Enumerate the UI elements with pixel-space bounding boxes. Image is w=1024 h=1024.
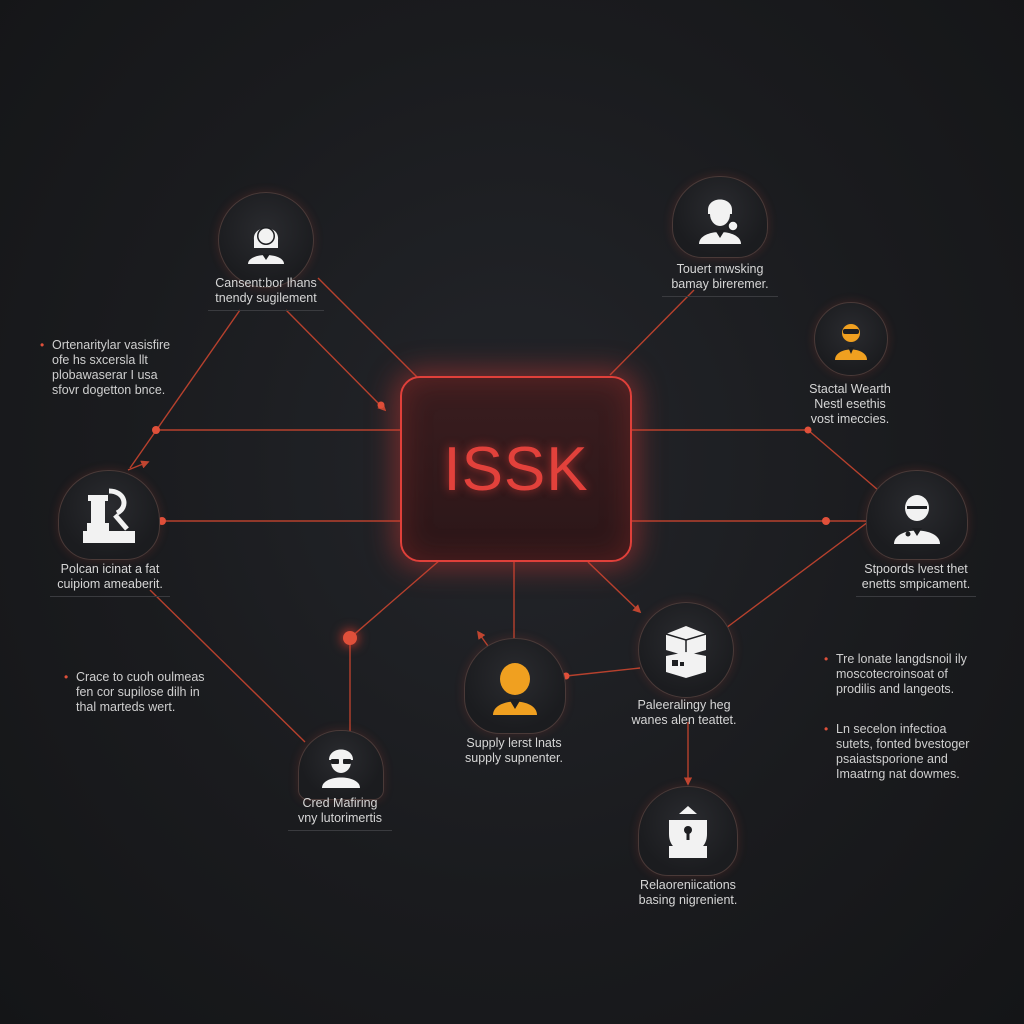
junction-dot-large bbox=[343, 631, 357, 645]
gold-person-icon bbox=[493, 663, 537, 715]
glasses-person-icon bbox=[322, 749, 360, 788]
machine-tool-icon bbox=[83, 488, 135, 543]
bullet-icon: • bbox=[824, 652, 829, 666]
node-bottom[interactable] bbox=[638, 786, 738, 876]
hub-label: ISSK bbox=[443, 434, 589, 504]
junction-dot bbox=[158, 517, 166, 525]
lock-box-icon bbox=[669, 806, 707, 858]
node-bottom-center[interactable] bbox=[464, 638, 566, 734]
node-left[interactable] bbox=[58, 470, 160, 560]
link-hub-bottomleft bbox=[349, 559, 441, 639]
link-left-bottomleft bbox=[149, 589, 306, 743]
bullet-icon: • bbox=[40, 338, 45, 352]
link-topleft-hub bbox=[317, 277, 419, 379]
node-right-gold[interactable] bbox=[814, 302, 888, 376]
junction-dot bbox=[804, 426, 812, 434]
man-headset-icon bbox=[699, 199, 741, 244]
junction-dot bbox=[377, 401, 385, 409]
woman-avatar-icon bbox=[248, 227, 284, 264]
link-hub-bottomright bbox=[587, 561, 642, 614]
bullet-icon: • bbox=[824, 722, 829, 736]
link-rightupper-right bbox=[807, 429, 879, 491]
central-hub[interactable]: ISSK bbox=[400, 376, 632, 562]
link-topleft-hub-2 bbox=[285, 309, 387, 412]
bullet-icon: • bbox=[64, 670, 69, 684]
link-bottomcenter-bottomright bbox=[565, 667, 641, 677]
gold-agent-icon bbox=[835, 324, 867, 360]
link-left-arrow bbox=[127, 460, 150, 471]
link-topright-hub bbox=[609, 289, 695, 376]
node-bottom-left[interactable] bbox=[298, 730, 384, 800]
node-top-right[interactable] bbox=[672, 176, 768, 258]
junction-dot bbox=[822, 517, 830, 525]
boxes-icon bbox=[665, 626, 707, 678]
node-bottom-right[interactable] bbox=[638, 602, 734, 698]
node-right[interactable] bbox=[866, 470, 968, 560]
link-bottomright-right bbox=[725, 521, 869, 629]
junction-dot bbox=[152, 426, 160, 434]
bald-man-icon bbox=[894, 495, 940, 544]
link-topleft-left bbox=[129, 309, 241, 469]
node-top-left[interactable] bbox=[218, 192, 314, 288]
link-bottomcenter-arrow bbox=[477, 630, 489, 647]
